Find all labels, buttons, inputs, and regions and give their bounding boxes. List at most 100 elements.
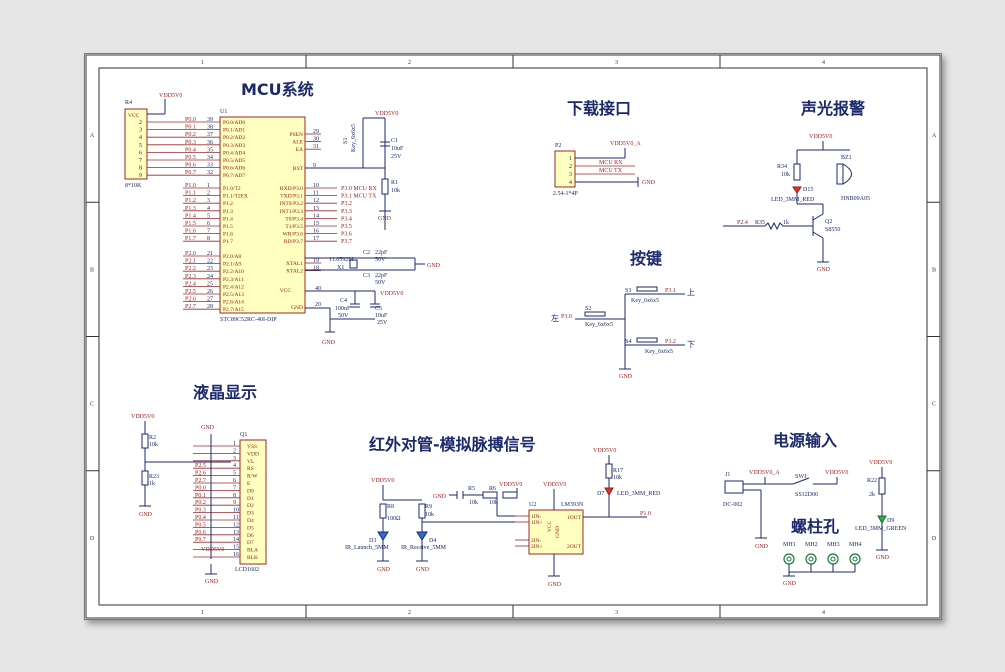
lcd-pin-num: 13 [233,530,239,536]
rpack-pin-num: 5 [139,143,142,149]
frame-col-label: 3 [615,610,618,616]
ir-d3-part: IR_Launch_5MM [345,545,389,551]
lcd-pin-num: 7 [233,485,236,491]
pwr-gnd2: GND [876,555,890,561]
mcu-pin-name: P0.0/AD0 [223,120,245,126]
hole-ref: MH4 [849,542,862,548]
mcu-pin-num: 11 [313,191,319,197]
lcd-pin-num: 14 [233,537,239,543]
xtal-x: X1 [337,265,344,271]
lcd-net-label: P0.4 [195,515,206,521]
ir-u-pin-name: 2OUT [567,544,582,550]
hole-ref: MH3 [827,542,840,548]
title-holes: 螺柱孔 [791,517,839,536]
lcd-pin-num: 2 [233,448,236,454]
c5-val: 10uF [375,313,388,319]
mcu-net-label: P3.6 [341,232,352,238]
mcu-net-label: P1.4 [185,213,196,219]
mcu-pin-name: P2.0/A8 [223,254,241,260]
dl-pin-num: 4 [569,180,572,186]
xtal-c2: C2 [363,250,370,256]
mcu-net-label: P0.3 [185,140,196,146]
dl-gnd: GND [642,180,656,186]
ir-vdd4: VDD5V0 [593,448,616,454]
lcd-pin-name: BLK [247,555,258,561]
mcu-pin-num: 35 [207,147,213,153]
lcd-pin-name: D6 [247,533,254,539]
title-lcd: 液晶显示 [193,383,257,402]
mcu-pin-name: P2.5/A13 [223,292,244,298]
mcu-pin-name: RD/P3.7 [284,239,303,245]
mcu-net-label: P1.0 [185,183,196,189]
mcu-net-label: P3.3 [341,209,352,215]
mcu-pin-num: 12 [313,198,319,204]
frame-col-label: 2 [408,60,411,66]
lcd-pin-num: 3 [233,456,236,462]
mcu-pin-name: INT0/P3.2 [280,201,304,207]
ir-u-pin-name: 2IN+ [531,544,543,550]
ir-d3: D3 [369,538,376,544]
mcu-net-label: P1.1 [185,191,196,197]
ir-u-pin-name: 1IN+ [531,520,543,526]
ir-r5-val: 10k [469,500,478,506]
mcu-vcc-num: 40 [315,286,321,292]
hole-icon-inner [852,556,858,562]
key-s3: S4 [625,339,631,345]
mcu-pin-name: TXD/P3.1 [280,194,303,200]
lcd-r2-val: 10k [149,442,158,448]
lcd-pin-num: 16 [233,552,239,558]
download-header: P2 2.54-1*4P VDD5V0_A MCU RX MCU TX GND … [553,141,656,197]
mcu-pin-num: 4 [207,206,210,212]
mcu-pin-num: 17 [313,236,319,242]
mcu-net-label: P3.7 [341,239,352,245]
mcu-block: U1 STC89C52RC-40I-DIP P0.0/AD039P0.0P0.1… [183,109,403,332]
title-ir: 红外对管-模拟脉搏信号 [369,435,536,454]
lcd-net-label: P0.7 [195,537,206,543]
lcd-pin-name: VL [247,459,255,465]
frame-col-label: 2 [408,610,411,616]
mcu-net-label: P2.1 [185,259,196,265]
lcd-pin-num: 6 [233,478,236,484]
mcu-pin-num: 27 [207,297,213,303]
mcu-net-label: P2.5 [185,289,196,295]
c5-ref: C5 [375,306,382,312]
mcu-net-label: P3.5 [341,224,352,230]
mcu-net-label: P0.6 [185,163,196,169]
bz-d: D15 [803,187,813,193]
keys-gnd: GND [619,374,633,380]
ir-u-pin-name: 1IN- [531,514,542,520]
mcu-pin-num: 2 [207,191,210,197]
mcu-pin-num: 1 [207,183,210,189]
pwr-vdd-a: VDD5V0_A [749,470,780,476]
ir-u: U2 [529,502,536,508]
lcd-ref: Q1 [240,432,247,438]
key-s2: S2 [585,306,591,312]
mcu-pin-num: 7 [207,229,210,235]
mcu-pin-num: 34 [207,155,213,161]
holes-gnd: GND [783,581,797,587]
frame-col-label: 1 [201,610,204,616]
bz-ref: BZ1 [841,155,852,161]
rst-gnd: GND [378,216,392,222]
key-label-up: 上 [687,288,695,297]
mcu-pin-name: XTAL1 [286,261,303,267]
rpack-vcc: VCC [128,113,140,119]
hole-ref: MH2 [805,542,818,548]
mcu-pin-name: P2.6/A14 [223,300,244,306]
pwr-d: D9 [887,518,894,524]
c4-val: 100nF [335,306,351,312]
mcu-net-label: P3.4 [341,216,352,222]
mcu-pin-num: 30 [313,137,319,143]
lcd-pin-num: 5 [233,471,236,477]
xtal-c3-val: 22pF [375,273,388,279]
mcu-pin-num: 13 [313,206,319,212]
mcu-net-label: P3.0 MCU RX [341,186,378,192]
lcd-vdd: VDD5V0 [131,414,154,420]
mcu-net-label: P1.7 [185,236,196,242]
frame-row-label: A [932,133,937,139]
keys-circuit: S3 Key_6x6x5 S2 Key_6x6x5 S4 Key_6x6x5 P… [551,286,695,380]
lcd-net-label: P0.0 [195,485,206,491]
hole-icon [827,553,839,565]
